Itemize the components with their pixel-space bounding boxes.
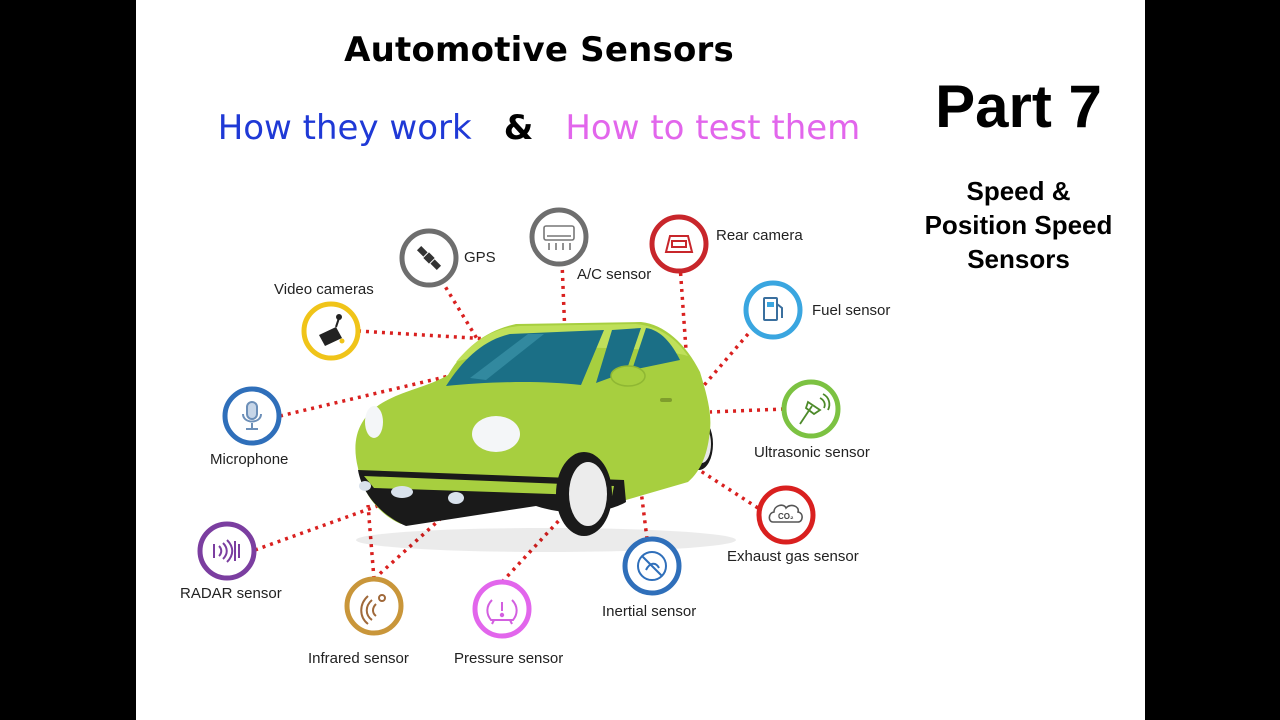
connector-exhaust (695, 466, 759, 510)
headlight-right (472, 416, 520, 452)
car-shadow (356, 528, 736, 552)
sensor-diagram: GPS A/C sensor Rear camera (180, 207, 890, 667)
side-window-rear (632, 328, 680, 370)
connector-ultrasonic (709, 407, 785, 414)
part-number: Part 7 (935, 73, 1102, 140)
radar-label: RADAR sensor (180, 585, 282, 602)
inertial-icon (637, 551, 667, 581)
side-mirror (610, 365, 646, 387)
sensor-video-cameras: Video cameras (274, 281, 374, 361)
exhaust-label: Exhaust gas sensor (727, 548, 859, 565)
connector-infrared-b (372, 510, 450, 581)
rear-camera-icon (664, 235, 694, 253)
topic-line-3: Sensors (967, 244, 1070, 274)
sensor-microphone: Microphone (210, 386, 288, 468)
air-conditioner-icon (543, 225, 575, 250)
bumper-strip (364, 476, 614, 496)
radar-waves-icon (213, 539, 240, 563)
svg-text:CO₂: CO₂ (778, 512, 794, 521)
ultrasonic-icon (799, 393, 831, 425)
windshield-glare (470, 334, 544, 380)
connector-rear-camera (678, 264, 690, 379)
sensor-rear-camera: Rear camera (649, 214, 803, 274)
tire-pressure-icon (486, 599, 518, 625)
sensor-infrared: Infrared sensor (308, 576, 409, 667)
door-handle (660, 398, 672, 402)
sensor-ultrasonic: Ultrasonic sensor (754, 379, 870, 461)
microphone-icon (242, 401, 262, 430)
inertial-label: Inertial sensor (602, 603, 696, 620)
fog-light-left (359, 481, 371, 491)
front-hubcap (569, 462, 607, 526)
sensor-gps: GPS (399, 228, 496, 288)
topic-heading: Speed & Position Speed Sensors (906, 174, 1131, 276)
fog-light-center (391, 486, 413, 498)
subtitle-how-they-work: How they work (217, 108, 472, 148)
infrared-label: Infrared sensor (308, 650, 409, 667)
sensor-pressure: Pressure sensor (454, 579, 563, 667)
video-camera-icon (319, 314, 345, 346)
connector-radar (254, 498, 395, 552)
car-illustration (355, 322, 736, 552)
slide: Automotive Sensors How they work&How to … (136, 0, 1145, 720)
topic-line-2: Position Speed (924, 210, 1113, 240)
co2-cloud-icon: CO₂ (768, 504, 803, 523)
slide-subtitle: How they work&How to test them (136, 108, 942, 148)
sensor-radar: RADAR sensor (180, 521, 282, 602)
ac-label: A/C sensor (577, 266, 651, 283)
fuel-pump-icon (763, 297, 783, 321)
headlight-left (365, 406, 383, 438)
subtitle-ampersand: & (503, 108, 534, 148)
microphone-label: Microphone (210, 451, 288, 468)
fuel-label: Fuel sensor (812, 302, 890, 319)
sensor-inertial: Inertial sensor (602, 536, 696, 620)
connector-video-cameras (357, 329, 539, 344)
video-cameras-label: Video cameras (274, 281, 374, 298)
subtitle-how-to-test: How to test them (565, 108, 861, 148)
sensor-exhaust: CO₂ Exhaust gas sensor (727, 485, 859, 565)
ultrasonic-label: Ultrasonic sensor (754, 444, 870, 461)
fog-light-right (448, 492, 464, 504)
topic-line-1: Speed & (966, 176, 1071, 206)
rear-camera-label: Rear camera (716, 227, 803, 244)
gps-label: GPS (464, 249, 496, 266)
pressure-label: Pressure sensor (454, 650, 563, 667)
sensor-fuel: Fuel sensor (743, 280, 890, 340)
side-window-front (596, 328, 641, 383)
slide-title: Automotive Sensors (344, 30, 734, 70)
infrared-icon (360, 594, 386, 625)
sensor-ac: A/C sensor (529, 207, 651, 283)
